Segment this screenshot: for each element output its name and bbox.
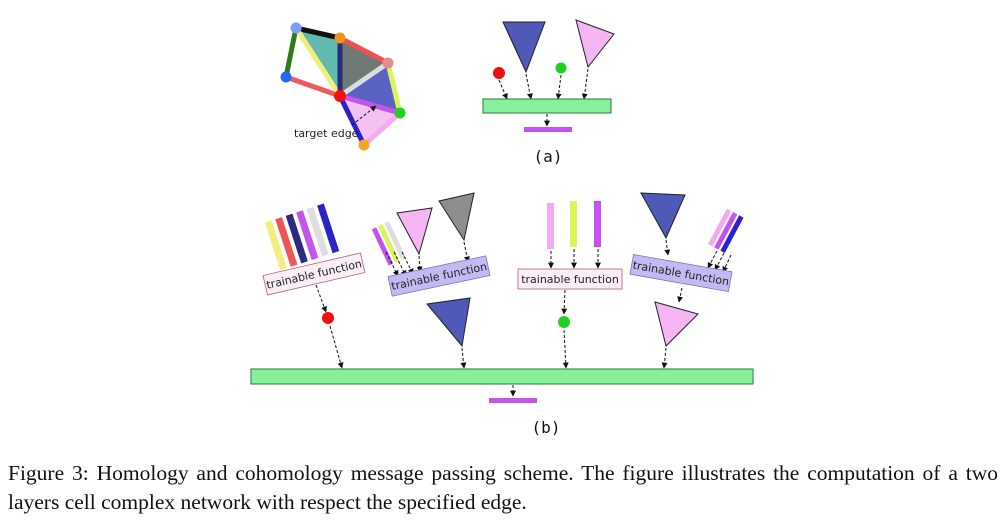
edge-bar-magenta bbox=[594, 201, 601, 247]
blue-triangle bbox=[426, 297, 471, 348]
group-2: trainable function bbox=[371, 192, 491, 369]
face-gray bbox=[340, 38, 388, 96]
node-orange-bottom bbox=[358, 139, 370, 151]
figure: target edge (a) tra bbox=[250, 19, 754, 437]
blue-triangle bbox=[640, 192, 686, 240]
edge-lightgray bbox=[338, 60, 390, 99]
green-node bbox=[555, 62, 567, 74]
edge-lime bbox=[385, 62, 403, 114]
edge-green bbox=[283, 27, 299, 78]
node-blue bbox=[280, 71, 292, 83]
panel-b-scheme: trainable function trainable function bbox=[250, 192, 754, 437]
edge-pink bbox=[362, 111, 402, 147]
trainable-function-box bbox=[517, 268, 623, 290]
arrow bbox=[460, 347, 467, 369]
node-lightblue bbox=[290, 22, 302, 34]
trainable-function-box bbox=[629, 254, 733, 292]
arrow bbox=[722, 254, 732, 273]
arrow bbox=[463, 241, 470, 263]
arrow bbox=[714, 252, 725, 271]
face-pink bbox=[340, 96, 400, 145]
arrow bbox=[581, 68, 589, 100]
pink-triangle bbox=[575, 19, 615, 69]
trainable-function-label: trainable function bbox=[521, 273, 619, 286]
aggregation-bar bbox=[482, 98, 612, 114]
arrow bbox=[498, 79, 508, 100]
arrow bbox=[329, 325, 344, 369]
edge-bar-yellow bbox=[264, 220, 287, 271]
arrow bbox=[385, 251, 399, 277]
blue-triangle bbox=[502, 21, 546, 74]
target-edge-pointer bbox=[351, 105, 377, 126]
edge-bar-lime bbox=[570, 201, 577, 247]
arrow bbox=[664, 239, 671, 256]
edge-bar-navy bbox=[285, 213, 308, 264]
cell-complex-diagram: target edge bbox=[280, 22, 406, 151]
target-edge-output bbox=[489, 398, 537, 403]
trainable-function-box bbox=[262, 252, 366, 296]
group-1: trainable function bbox=[262, 203, 366, 369]
group-4: trainable function bbox=[629, 192, 744, 369]
panel-a-scheme: (a) bbox=[482, 19, 615, 166]
panel-a-label: (a) bbox=[534, 147, 563, 166]
edge-bar-red bbox=[275, 217, 298, 267]
aggregation-bar bbox=[250, 368, 754, 385]
target-edge-label: target edge bbox=[294, 127, 359, 140]
edge-indigo bbox=[337, 94, 367, 147]
panel-b-label: (b) bbox=[532, 418, 561, 437]
edge-bar-pink bbox=[547, 203, 554, 249]
edge-bar-pink bbox=[708, 208, 732, 247]
green-node bbox=[558, 316, 570, 328]
red-node bbox=[322, 312, 334, 324]
pink-triangle bbox=[654, 301, 699, 347]
arrow bbox=[561, 289, 568, 315]
gray-triangle bbox=[438, 192, 475, 242]
node-salmon bbox=[382, 57, 394, 69]
face-blue bbox=[340, 63, 400, 113]
trainable-function-box bbox=[387, 255, 491, 297]
arrow bbox=[525, 73, 533, 100]
edge-bar-lightgray bbox=[306, 206, 329, 257]
group-3: trainable function bbox=[517, 201, 623, 369]
edge-bar-magenta bbox=[714, 211, 738, 250]
arrow bbox=[315, 284, 327, 313]
arrow bbox=[555, 74, 562, 100]
edge-target bbox=[339, 93, 401, 116]
edge-bar-indigo bbox=[317, 203, 340, 254]
arrow bbox=[661, 347, 668, 369]
arrow bbox=[393, 251, 407, 277]
edge-bar-magenta bbox=[371, 227, 394, 266]
red-node bbox=[493, 67, 505, 79]
edge-red-left bbox=[285, 74, 341, 99]
edge-bar-indigo bbox=[720, 215, 744, 253]
node-orange-top bbox=[334, 32, 346, 44]
arrow bbox=[677, 287, 684, 303]
edge-yellow bbox=[293, 26, 343, 98]
pink-triangle bbox=[396, 207, 433, 256]
node-red bbox=[334, 90, 346, 102]
edge-bar-lightgray bbox=[384, 221, 406, 260]
arrow bbox=[562, 329, 569, 369]
arrow bbox=[707, 250, 718, 269]
figure-caption: Figure 3: Homology and cohomology messag… bbox=[8, 461, 998, 514]
target-edge-output bbox=[524, 127, 572, 132]
edge-black bbox=[295, 25, 341, 41]
arrow bbox=[416, 255, 423, 273]
node-green bbox=[394, 107, 406, 119]
edge-bar-magenta bbox=[296, 210, 319, 260]
arrow bbox=[401, 251, 414, 275]
edge-red-top bbox=[338, 35, 390, 66]
